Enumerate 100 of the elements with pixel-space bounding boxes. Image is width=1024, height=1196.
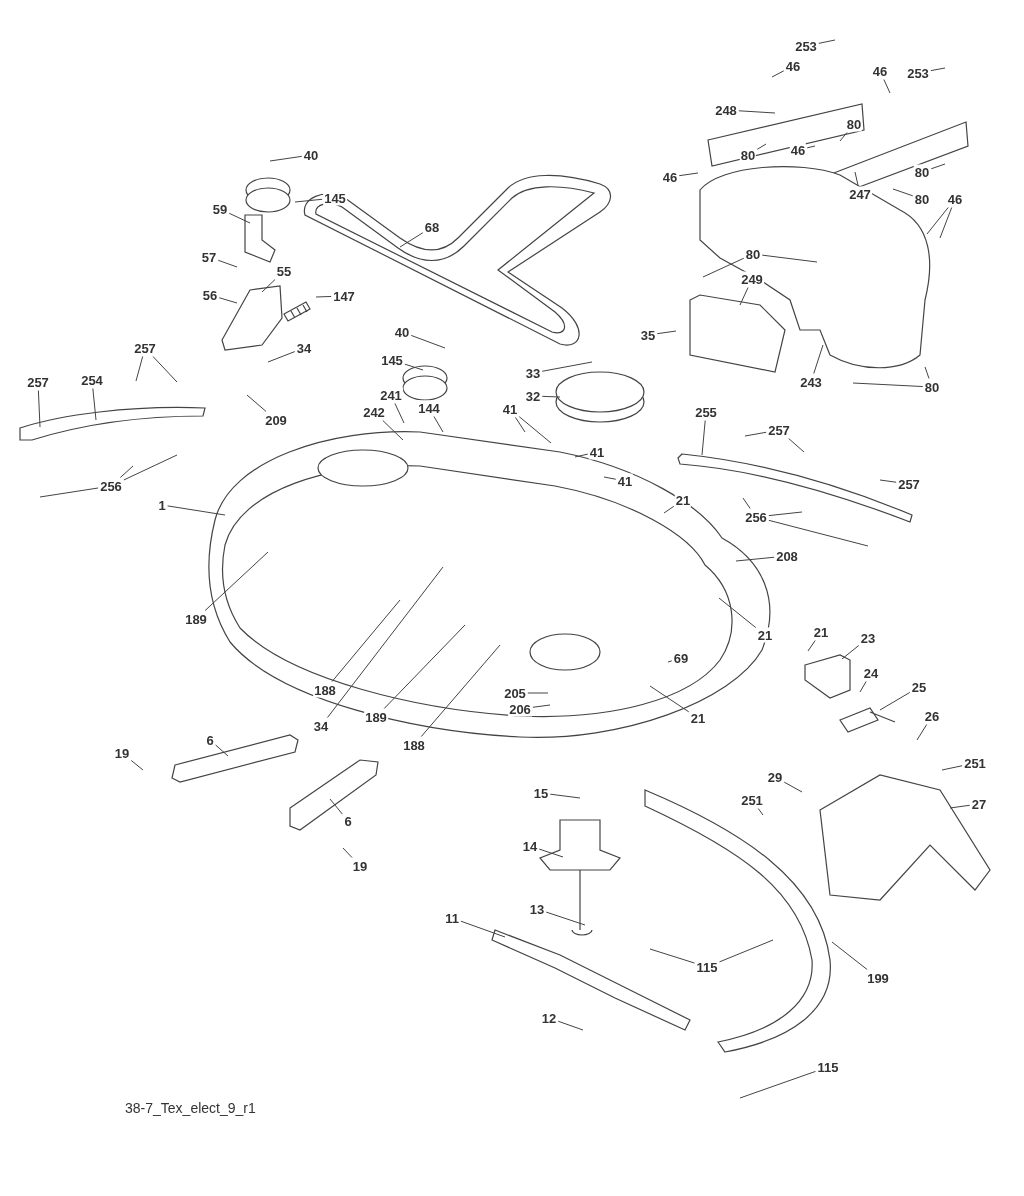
callout-number: 247 [848, 186, 872, 202]
leader-line [557, 1020, 584, 1031]
leader-line [152, 356, 178, 383]
leader-line [394, 403, 405, 424]
leader-line [261, 279, 276, 293]
leader-line [574, 453, 589, 458]
leader-line [656, 330, 677, 335]
leader-line [267, 351, 296, 363]
leader-line [433, 416, 444, 433]
leader-line [941, 765, 963, 771]
leader-line [841, 644, 860, 660]
callout-number: 41 [616, 473, 634, 489]
leader-line [788, 438, 805, 453]
leader-line [742, 497, 751, 509]
leader-line [756, 143, 767, 150]
leader-line [383, 624, 466, 709]
leader-line [839, 132, 848, 142]
leader-line [399, 232, 424, 248]
leader-line [738, 110, 776, 114]
leader-line [854, 171, 859, 186]
leader-line [757, 808, 764, 816]
leader-line [916, 724, 928, 741]
leader-line [119, 465, 134, 478]
callout-number: 80 [913, 164, 931, 180]
leader-line [603, 476, 617, 480]
callout-number: 189 [364, 709, 388, 725]
leader-line [924, 366, 930, 379]
leader-line [342, 847, 353, 858]
leader-line [327, 566, 444, 718]
leader-line [768, 511, 803, 517]
leader-line [92, 388, 97, 421]
leader-line [718, 597, 757, 629]
leader-line [739, 287, 749, 306]
callout-number: 241 [379, 387, 403, 403]
leader-line [39, 487, 99, 498]
leader-line [930, 67, 946, 72]
leader-line [204, 551, 269, 611]
leader-line [167, 505, 226, 516]
leader-line [269, 155, 303, 162]
leader-line [771, 70, 785, 78]
leader-line [939, 207, 953, 239]
leader-line [315, 295, 332, 298]
leader-line [130, 760, 144, 771]
leader-line [123, 454, 178, 481]
leader-line [331, 599, 401, 682]
leader-line [135, 356, 144, 382]
leader-line [541, 361, 593, 372]
leader-line [329, 798, 343, 815]
leader-line [410, 334, 446, 349]
leader-line [294, 198, 323, 203]
leader-line [228, 212, 251, 224]
leader-line [404, 363, 424, 371]
leader-line [813, 344, 824, 374]
leader-line [702, 257, 745, 278]
leader-line [739, 1070, 816, 1099]
leader-line [879, 479, 897, 483]
leader-line [667, 660, 673, 663]
leader-line [420, 644, 501, 737]
callout-number: 145 [323, 190, 347, 206]
leader-line [541, 395, 561, 398]
callout-number: 46 [789, 142, 807, 158]
leader-line [879, 691, 911, 711]
leader-line [246, 394, 267, 412]
callout-number: 21 [756, 627, 774, 643]
leader-line [859, 681, 867, 693]
leader-line [719, 939, 774, 963]
leader-line [538, 848, 564, 858]
leader-line [382, 420, 404, 441]
leader-line [831, 941, 868, 970]
leader-line [518, 416, 552, 444]
leader-line [527, 692, 549, 694]
leader-line [218, 297, 238, 304]
leader-line [761, 254, 818, 263]
leader-line [678, 172, 699, 177]
leader-line [215, 744, 229, 757]
leader-line [549, 793, 581, 799]
leader-line [768, 519, 869, 547]
leader-line [515, 417, 526, 433]
leader-line [892, 188, 914, 197]
callout-number: 21 [674, 492, 692, 508]
leader-line [783, 781, 803, 793]
leader-line [663, 505, 675, 514]
leader-line [883, 79, 891, 94]
leader-line [701, 420, 706, 456]
leader-line [807, 640, 816, 652]
leader-line [735, 556, 775, 562]
leader-line [217, 259, 238, 268]
leader-line [852, 382, 924, 388]
leader-line [545, 911, 586, 926]
leader-line [949, 804, 971, 809]
leader-line [532, 704, 551, 708]
leader-line [649, 685, 690, 713]
leader-line [460, 920, 506, 938]
leader-line [930, 163, 946, 170]
leader-line [744, 431, 767, 437]
leader-line [926, 207, 949, 235]
leader-line [806, 145, 816, 149]
leader-line [37, 390, 41, 428]
drawing-code: 38-7_Tex_elect_9_r1 [125, 1101, 256, 1115]
leader-line [818, 39, 836, 44]
